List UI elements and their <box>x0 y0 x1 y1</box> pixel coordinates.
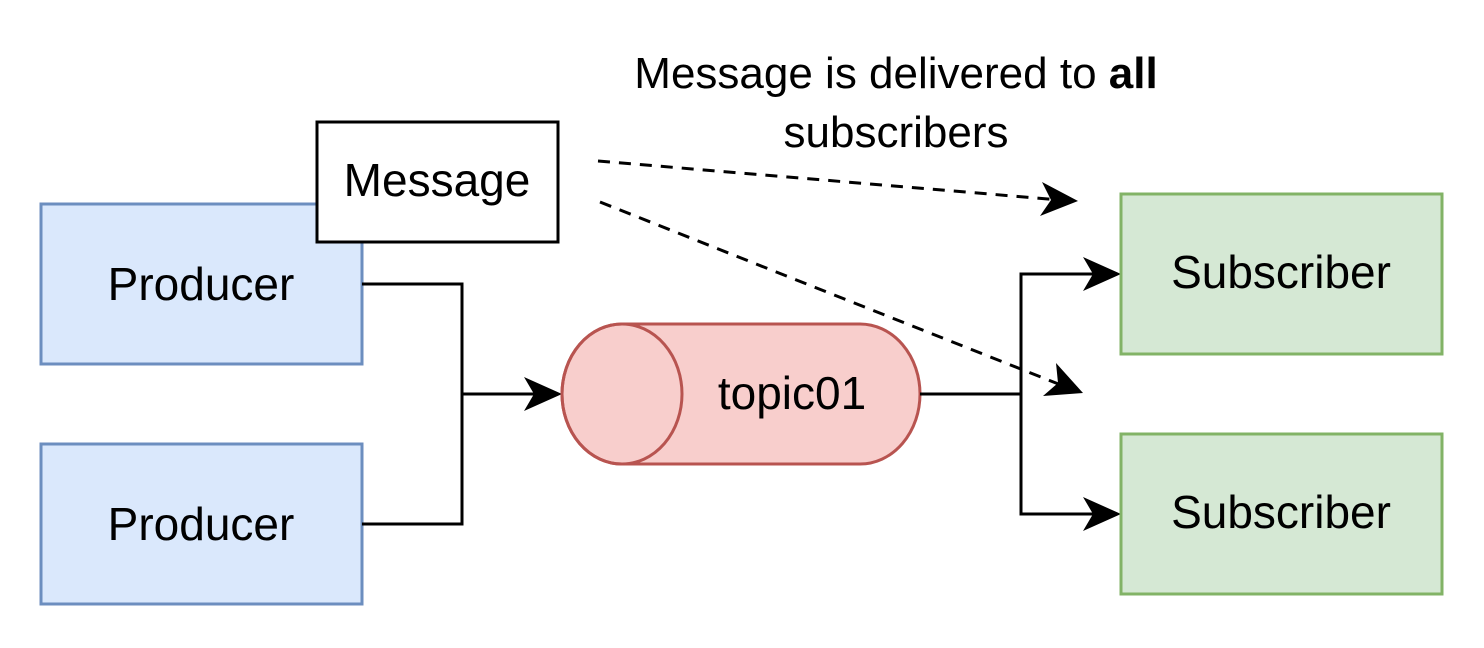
producer-box-1[interactable] <box>39 202 364 366</box>
connector-producer1-to-topic <box>362 282 548 396</box>
producer-box-2[interactable] <box>39 442 364 606</box>
subscriber-box-2[interactable] <box>1119 432 1444 596</box>
message-node[interactable]: Message <box>315 120 560 244</box>
topic-cylinder-cap <box>560 322 684 466</box>
producer-node-2[interactable]: Producer <box>39 442 364 606</box>
topic-node[interactable]: topic01 <box>560 322 922 466</box>
producer-node-1[interactable]: Producer <box>39 202 364 366</box>
subscriber-node-2[interactable]: Subscriber <box>1119 432 1444 596</box>
arrowhead-to-subscriber2 <box>1083 497 1121 531</box>
dashed-arrowhead-2 <box>1043 363 1083 396</box>
annotation-bold-word: all <box>1109 49 1158 98</box>
subscriber-box-1[interactable] <box>1119 192 1444 356</box>
arrowhead-to-topic <box>524 377 562 411</box>
message-box[interactable] <box>315 120 560 244</box>
dashed-arrowhead-1 <box>1040 182 1078 216</box>
connector-producer2-to-topic <box>362 394 464 526</box>
annotation-prefix: Message is delivered to <box>634 49 1108 98</box>
subscriber-label-1: Subscriber <box>1171 246 1391 298</box>
connector-topic-to-subscriber2 <box>1019 394 1106 516</box>
arrowhead-to-subscriber1 <box>1083 257 1121 291</box>
annotation-line-2: subscribers <box>784 108 1009 157</box>
producer-label-2: Producer <box>108 498 295 550</box>
dashed-arrow-to-subscriber1 <box>597 159 1061 202</box>
connector-topic-to-subscriber1 <box>920 272 1106 396</box>
topic-label: topic01 <box>718 367 866 419</box>
message-label: Message <box>344 154 531 206</box>
subscriber-label-2: Subscriber <box>1171 486 1391 538</box>
annotation-line-1: Message is delivered to all <box>634 49 1157 98</box>
subscriber-node-1[interactable]: Subscriber <box>1119 192 1444 356</box>
producer-label-1: Producer <box>108 258 295 310</box>
